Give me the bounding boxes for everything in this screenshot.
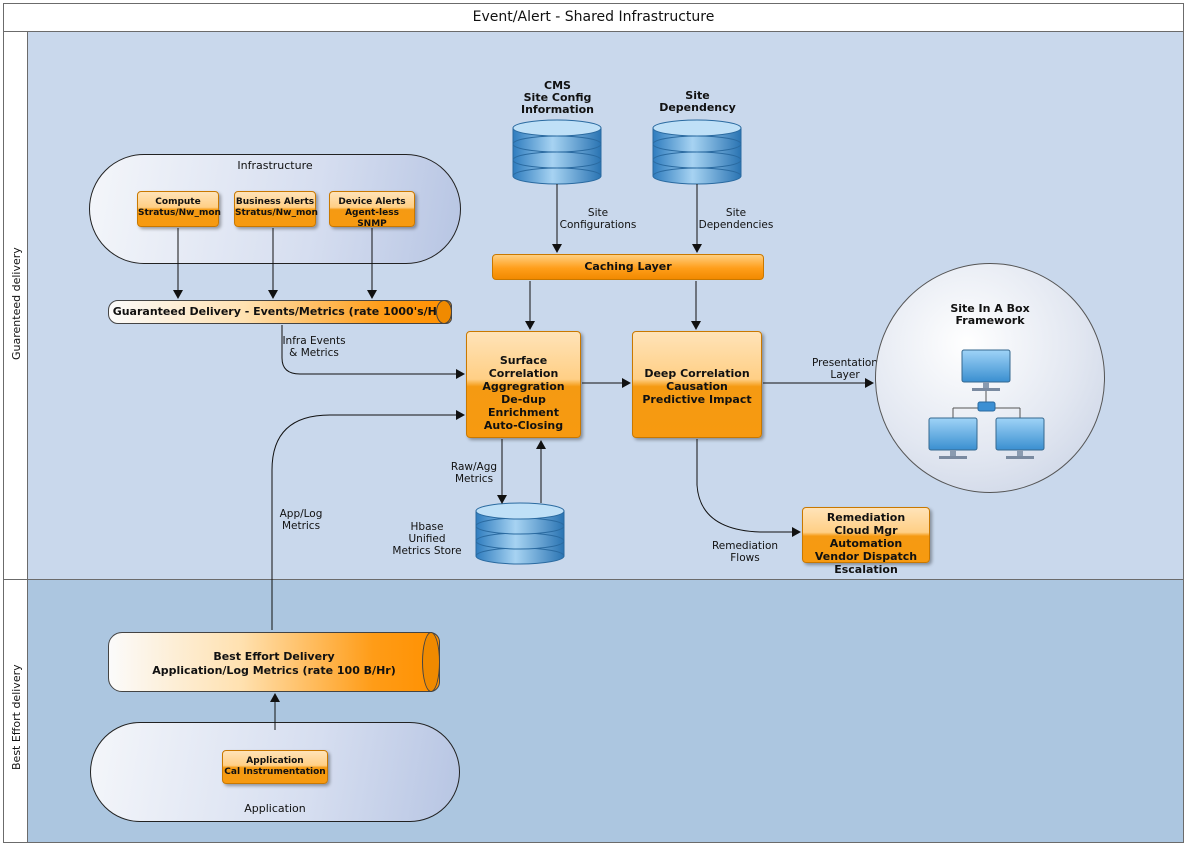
presentation-layer-note: Presentation Layer	[805, 357, 885, 381]
infra-events-line2: & Metrics	[289, 347, 339, 359]
best-effort-tube-line2: Application/Log Metrics (rate 100 B/Hr)	[152, 664, 396, 677]
surface-correlation-line: Aggregration	[482, 380, 565, 393]
best-effort-tube-line1: Best Effort Delivery	[213, 650, 335, 663]
remediation-flows-arrow	[696, 439, 801, 537]
guaranteed-delivery-label: Guaranteed Delivery - Events/Metrics (ra…	[112, 305, 448, 318]
app-log-metrics-arrow	[271, 410, 465, 630]
remediation-line: Remediation	[826, 511, 906, 524]
site-dependency-line1: Site	[685, 89, 710, 102]
client-computer-icon	[928, 417, 978, 459]
hbase-line1: Hbase	[410, 521, 444, 533]
surface-correlation-line: De-dup	[501, 393, 546, 406]
infra-events-line1: Infra Events	[282, 335, 346, 347]
surface-correlation-line: Enrichment	[488, 406, 559, 419]
application-box[interactable]: Application Cal Instrumentation	[222, 750, 328, 784]
site-dependencies-line2: Dependencies	[698, 219, 774, 231]
cms-title-line1: CMS	[544, 79, 571, 92]
application-group-label: Application	[244, 802, 306, 815]
raw-agg-line2: Metrics	[454, 473, 494, 485]
deep-correlation-box[interactable]: Deep Correlation Causation Predictive Im…	[632, 331, 762, 438]
surface-correlation-line: Surface Correlation	[488, 354, 559, 380]
device-alerts-subtitle: Agent-less SNMP	[345, 208, 399, 229]
raw-agg-note: Raw/Agg Metrics	[440, 461, 508, 485]
device-alerts-title: Device Alerts	[338, 197, 406, 207]
lane-label-cell-top: Guarenteed delivery	[4, 32, 28, 580]
application-box-title: Application	[246, 756, 304, 766]
infra-events-arrow	[281, 325, 465, 379]
caching-layer-bar[interactable]: Caching Layer	[492, 254, 764, 280]
hbase-line3: Metrics Store	[392, 545, 462, 557]
app-log-metrics-note: App/Log Metrics	[270, 508, 332, 532]
cms-title-line2: Site Config	[523, 91, 592, 104]
site-dependencies-note: Site Dependencies	[696, 207, 776, 231]
cms-database-icon[interactable]	[512, 119, 602, 185]
remediation-flows-line2: Flows	[730, 552, 760, 564]
guaranteed-delivery-tube[interactable]: Guaranteed Delivery - Events/Metrics (ra…	[108, 300, 452, 324]
server-computer-icon	[961, 349, 1011, 391]
presentation-layer-line1: Presentation	[812, 357, 878, 369]
best-effort-delivery-tube[interactable]: Best Effort Delivery Application/Log Met…	[108, 632, 440, 692]
network-switch-icon	[952, 391, 1021, 418]
surface-correlation-line: Auto-Closing	[483, 419, 564, 432]
remediation-box[interactable]: Remediation Cloud Mgr Automation Vendor …	[802, 507, 930, 576]
infra-events-note: Infra Events & Metrics	[278, 335, 350, 359]
hbase-database-icon[interactable]	[475, 502, 565, 565]
site-configurations-line2: Configurations	[559, 219, 637, 231]
client-computer-icon	[995, 417, 1045, 459]
business-alerts-title: Business Alerts	[235, 197, 315, 207]
compute-box-subtitle: Stratus/Nw_mon	[138, 208, 221, 218]
site-in-a-box-title: Site In A Box Framework	[930, 303, 1050, 327]
hbase-note: Hbase Unified Metrics Store	[386, 521, 468, 557]
device-alerts-box[interactable]: Device Alerts Agent-less SNMP	[329, 191, 415, 229]
business-alerts-subtitle: Stratus/Nw_mon	[235, 208, 318, 218]
compute-box-title: Compute	[155, 197, 201, 207]
business-alerts-box[interactable]: Business Alerts Stratus/Nw_mon	[234, 191, 318, 227]
deep-correlation-line: Causation	[666, 380, 728, 393]
site-configurations-note: Site Configurations	[555, 207, 641, 231]
remediation-line: Cloud Mgr Automation	[829, 524, 903, 550]
site-in-a-box-line2: Framework	[955, 314, 1025, 327]
compute-box[interactable]: Compute Stratus/Nw_mon	[137, 191, 221, 227]
surface-correlation-box[interactable]: Surface Correlation Aggregration De-dup …	[466, 331, 581, 438]
infrastructure-label: Infrastructure	[237, 159, 313, 172]
site-dependency-line2: Dependency	[659, 101, 736, 114]
raw-agg-line1: Raw/Agg	[450, 461, 498, 473]
remediation-flows-line1: Remediation	[711, 540, 779, 552]
remediation-line: Vendor Dispatch	[814, 550, 918, 563]
tube-end-cap	[422, 632, 440, 692]
remediation-line: Escalation	[834, 563, 898, 576]
deep-correlation-line: Predictive Impact	[642, 393, 752, 406]
hbase-line2: Unified	[408, 533, 446, 545]
tube-end-cap	[436, 300, 452, 324]
application-box-subtitle: Cal Instrumentation	[224, 767, 326, 777]
lane-label-cell-bottom: Best Effort delivery	[4, 580, 28, 842]
deep-correlation-line: Deep Correlation	[644, 367, 750, 380]
diagram-title: Event/Alert - Shared Infrastructure	[4, 4, 1183, 32]
remediation-flows-note: Remediation Flows	[705, 540, 785, 564]
presentation-layer-line2: Layer	[830, 369, 860, 381]
site-configurations-line1: Site	[587, 207, 609, 219]
cms-title-line3: Information	[521, 103, 594, 116]
site-dependency-title: Site Dependency	[655, 90, 740, 114]
site-in-a-box-line1: Site In A Box	[950, 302, 1030, 315]
site-dependencies-line1: Site	[725, 207, 747, 219]
site-dependency-database-icon[interactable]	[652, 119, 742, 185]
cms-title: CMS Site Config Information	[510, 80, 605, 116]
app-log-metrics-line1: App/Log	[279, 508, 323, 520]
app-log-metrics-line2: Metrics	[281, 520, 321, 532]
